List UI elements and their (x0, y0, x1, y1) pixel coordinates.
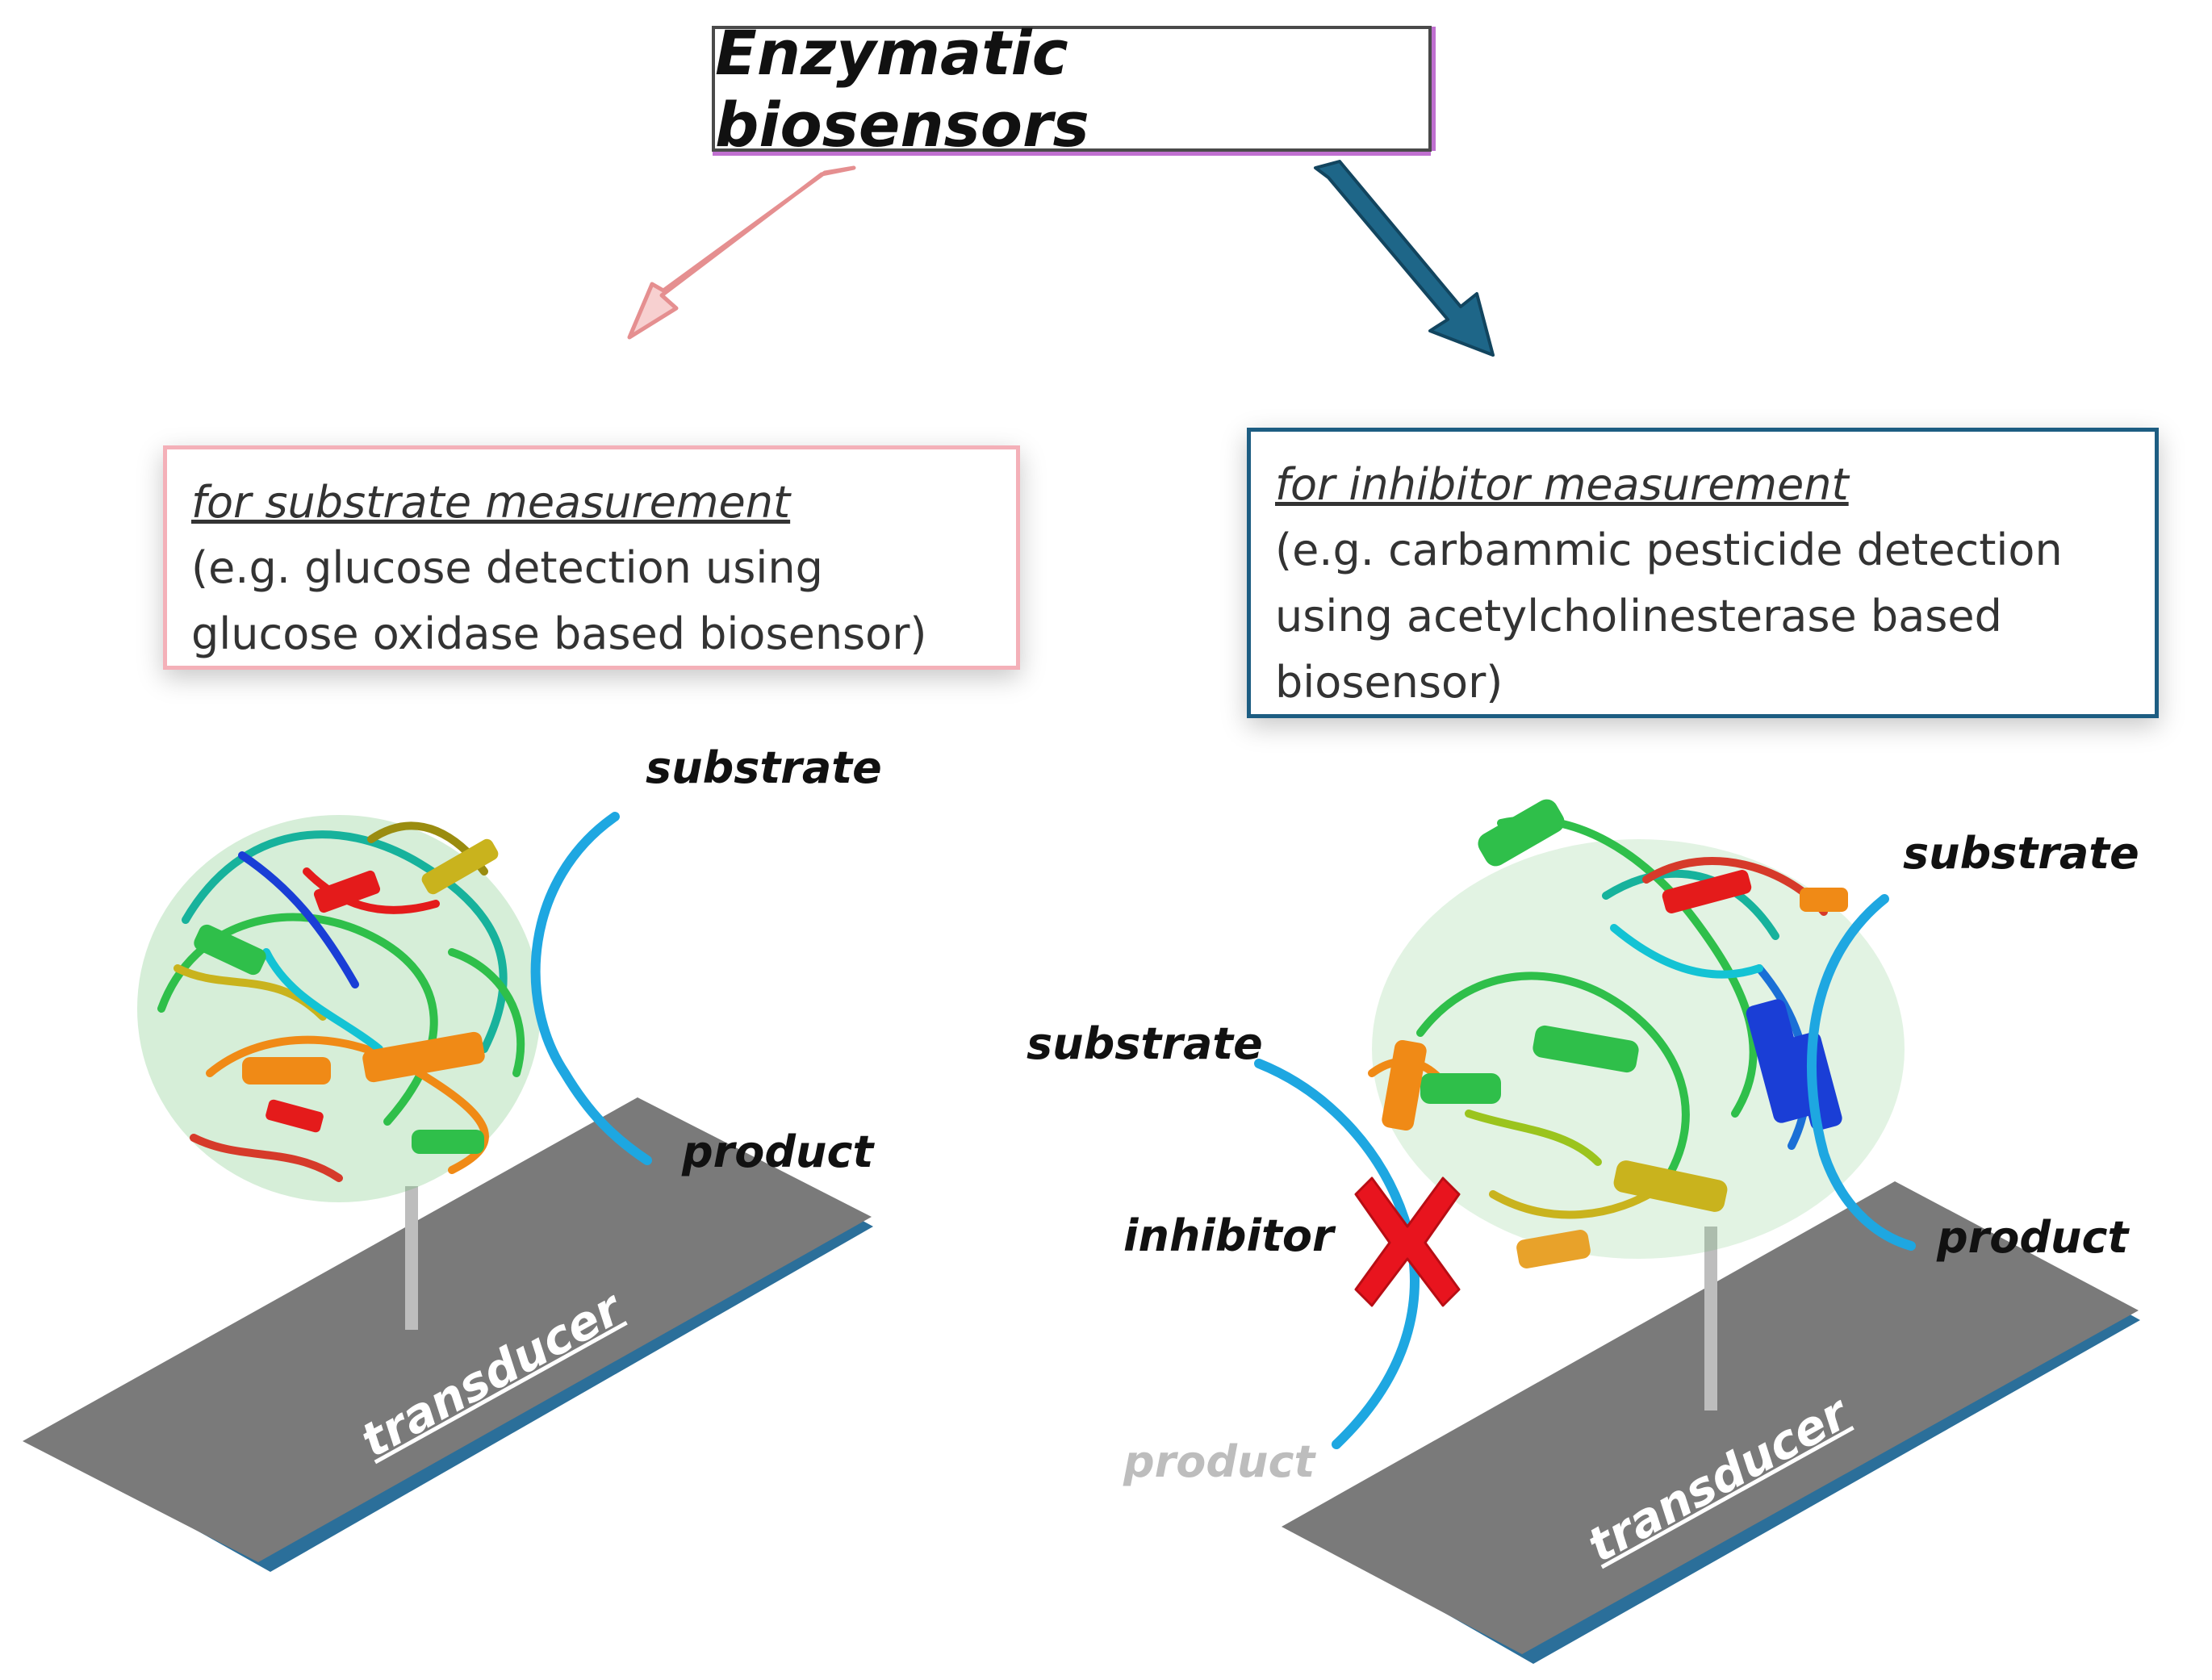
inhibitor-measurement-example: (e.g. carbammic pesticide detection usin… (1275, 517, 2130, 716)
diagram-title: Enzymatic biosensors (715, 17, 1089, 161)
inhibition-x-icon (1354, 1176, 1461, 1307)
inhibitor-measurement-heading: for inhibitor measurement (1275, 459, 1849, 510)
inhibited-reaction-path (1254, 1059, 1420, 1449)
blocked-product-label: product (1123, 1436, 1315, 1487)
left-substrate-label: substrate (646, 742, 882, 793)
inhibitor-measurement-box: for inhibitor measurement (e.g. carbammi… (1247, 428, 2159, 718)
right-enzyme (1368, 799, 1905, 1268)
substrate-measurement-box: for substrate measurement (e.g. glucose … (163, 445, 1020, 670)
inhibited-substrate-label: substrate (1027, 1018, 1263, 1069)
left-reaction-path (530, 812, 652, 1165)
right-transducer (1282, 1181, 2140, 1664)
example-line: (e.g. carbammic pesticide detection (1275, 524, 2063, 575)
left-branch-arrow (627, 165, 856, 340)
left-enzyme (137, 815, 541, 1202)
left-product-label: product (682, 1126, 874, 1177)
example-line: using acetylcholinesterase based (1275, 591, 2002, 641)
right-product-label: product (1937, 1212, 2129, 1263)
left-transducer (23, 1097, 873, 1572)
substrate-measurement-heading: for substrate measurement (191, 477, 791, 528)
right-reaction-path (1807, 894, 1916, 1251)
substrate-measurement-example: (e.g. glucose detection using glucose ox… (191, 535, 992, 667)
right-substrate-label: substrate (1903, 828, 2139, 879)
example-line: biosensor) (1275, 657, 1503, 708)
example-line: glucose oxidase based biosensor) (191, 608, 927, 659)
title-box: Enzymatic biosensors (712, 17, 1432, 161)
example-line: (e.g. glucose detection using (191, 542, 823, 593)
inhibitor-label: inhibitor (1123, 1210, 1334, 1261)
right-branch-arrow (1314, 160, 1495, 357)
